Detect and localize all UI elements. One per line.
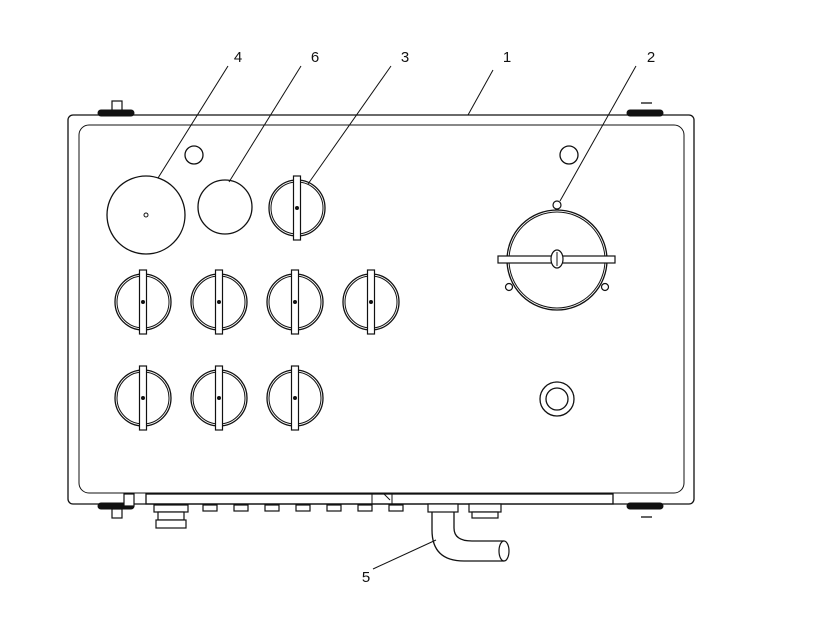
leader-lines: [157, 65, 637, 570]
callout-3: 3: [401, 49, 409, 66]
terminal-lug: [233, 504, 249, 512]
blank-plate: [197, 179, 253, 235]
callout-4: 4: [234, 49, 242, 66]
terminal-lug: [357, 504, 373, 512]
terminal-lug: [295, 504, 311, 512]
enclosure-housing: [67, 114, 695, 505]
conduit-fitting: [427, 503, 510, 562]
rotary-switch-knob: [268, 175, 326, 241]
top-left-mounting-foot: [97, 100, 135, 117]
terminal-strip: [145, 493, 614, 505]
rotary-switch-knob: [114, 365, 172, 431]
terminal-lug: [264, 504, 280, 512]
indicator-hole-right: [559, 145, 579, 165]
rotary-switch-knob: [342, 269, 400, 335]
indicator-hole-left: [184, 145, 204, 165]
rotary-switch-knob: [114, 269, 172, 335]
cable-gland-left: [153, 504, 189, 529]
callout-6: 6: [311, 49, 319, 66]
top-right-mounting-foot: [626, 102, 664, 117]
rotary-switch-knob: [190, 269, 248, 335]
terminal-lug: [326, 504, 342, 512]
bottom-left-mounting-foot: [97, 493, 135, 519]
rotary-switch-knob: [266, 269, 324, 335]
gauge-large: [106, 175, 186, 255]
main-disconnect-switch: [497, 200, 616, 311]
terminal-lug-group: [202, 504, 404, 512]
terminal-lug: [388, 504, 404, 512]
pushbutton: [539, 381, 575, 417]
callout-5: 5: [362, 569, 370, 586]
callout-2: 2: [647, 49, 655, 66]
rotary-switch-group: [114, 175, 400, 431]
callout-1: 1: [503, 49, 511, 66]
rotary-switch-knob: [190, 365, 248, 431]
terminal-lug: [202, 504, 218, 512]
rotary-switch-knob: [266, 365, 324, 431]
bottom-right-mounting-foot: [626, 502, 664, 518]
